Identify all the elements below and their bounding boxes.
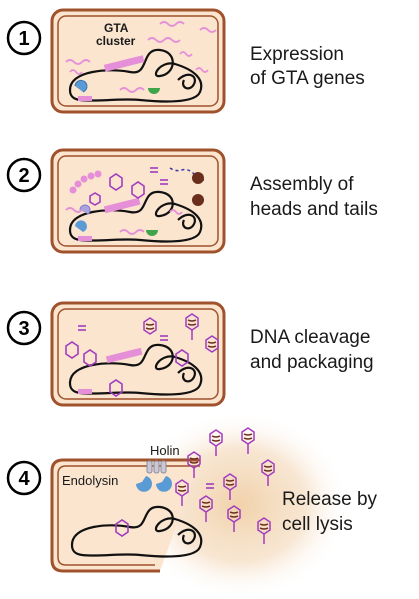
step-label-line1: Expression [250,44,344,65]
mrna-transcripts [65,21,217,93]
gta-gene [78,96,92,101]
step-label-line2: cell lysis [282,514,353,535]
gta-gene-cluster [103,55,145,72]
endolysin-label: Endolysin [62,473,118,488]
step-1-group: 1 GTA cluster Expression of GTA [6,8,365,114]
gta-gene-cluster [105,347,143,364]
tail-proteins [206,483,214,489]
svg-text:GTA: GTA [104,21,129,35]
svg-text:cluster: cluster [96,34,136,48]
step-number: 1 [18,28,29,50]
repressor-protein [74,79,88,93]
chromosome [70,505,203,558]
gta-gene-cluster [103,197,141,214]
step-label-line2: of GTA genes [250,68,365,89]
step-label-line2: heads and tails [250,199,378,220]
holin-label: Holin [150,443,180,458]
step-label-line1: Assembly of [250,174,354,195]
endolysin-proteins [136,476,172,492]
step-2-group: 2 [6,148,378,254]
capsid-head [115,519,129,537]
packaged-gta-particles [143,313,219,353]
gta-cluster-label: GTA cluster [96,21,136,48]
empty-capsids [65,341,189,397]
tail-proteins [150,167,168,185]
chromosome [68,48,203,103]
chromosome [68,343,203,396]
repressor-protein [75,220,87,232]
step-number-badge: 1 [6,20,42,56]
step-number-badge: 4 [6,460,42,496]
step-number: 2 [18,165,29,187]
chromosome [68,190,203,243]
holin-channels [146,460,167,474]
step-number-badge: 2 [6,157,42,193]
activator-protein [148,88,160,94]
capsid-heads [89,173,145,206]
step-4-group: 4 Holin Endolysin [6,410,378,599]
gta-gene [78,389,92,394]
step-number-badge: 3 [6,310,42,346]
portal-proteins [79,172,204,215]
tail-proteins [78,325,168,341]
step-number: 4 [18,468,30,490]
step-3-group: 3 [6,301,374,407]
released-gta-particles [175,427,275,544]
step-label-line1: DNA cleavage [250,327,370,348]
lysis-glow [130,410,350,599]
gta-gene [78,236,92,241]
activator-protein [146,230,158,236]
mrna-transcripts [65,207,183,235]
step-number: 3 [18,318,29,340]
step-label-line2: and packaging [250,352,374,373]
capsid-protein-chain [69,170,102,194]
step-label-line1: Release by [282,489,378,510]
